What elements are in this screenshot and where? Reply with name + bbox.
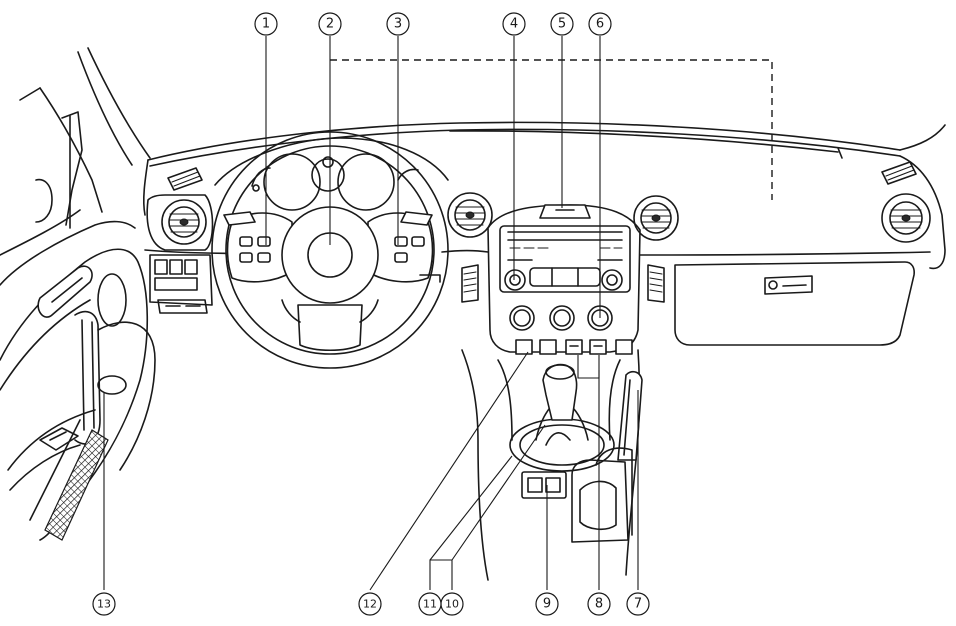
callout-13: 13 xyxy=(92,592,116,616)
svg-text:5: 5 xyxy=(558,17,566,32)
svg-text:4: 4 xyxy=(510,17,518,32)
glovebox xyxy=(674,261,915,346)
leader-lines xyxy=(103,36,639,591)
transmission-tunnel xyxy=(461,349,643,581)
callout-4: 4 xyxy=(502,12,526,36)
door-panel xyxy=(0,248,156,541)
svg-text:10: 10 xyxy=(445,598,459,611)
svg-text:12: 12 xyxy=(363,598,377,611)
dashed-bracket xyxy=(330,59,773,200)
right-vent xyxy=(881,193,931,243)
callout-2: 2 xyxy=(318,12,342,36)
callout-5: 5 xyxy=(550,12,574,36)
callout-6: 6 xyxy=(588,12,612,36)
svg-text:2: 2 xyxy=(326,17,334,32)
callout-11: 11 xyxy=(418,592,442,616)
svg-text:11: 11 xyxy=(423,598,437,611)
svg-text:3: 3 xyxy=(394,17,402,32)
door-frame xyxy=(0,47,151,286)
center-right-vent xyxy=(633,195,679,241)
callout-9: 9 xyxy=(535,592,559,616)
svg-text:9: 9 xyxy=(543,597,551,612)
callout-1: 1 xyxy=(254,12,278,36)
callout-10: 10 xyxy=(440,592,464,616)
svg-text:1: 1 xyxy=(262,17,270,32)
svg-text:13: 13 xyxy=(97,598,111,611)
dashboard xyxy=(142,121,946,270)
svg-text:7: 7 xyxy=(634,597,642,612)
callout-12: 12 xyxy=(358,592,382,616)
svg-text:8: 8 xyxy=(595,597,603,612)
center-left-vent xyxy=(447,192,493,238)
callout-7: 7 xyxy=(626,592,650,616)
left-switch-panel xyxy=(149,254,213,314)
center-console xyxy=(461,204,665,355)
callout-8: 8 xyxy=(587,592,611,616)
svg-text:6: 6 xyxy=(596,17,604,32)
left-vent xyxy=(146,194,214,251)
callout-3: 3 xyxy=(386,12,410,36)
